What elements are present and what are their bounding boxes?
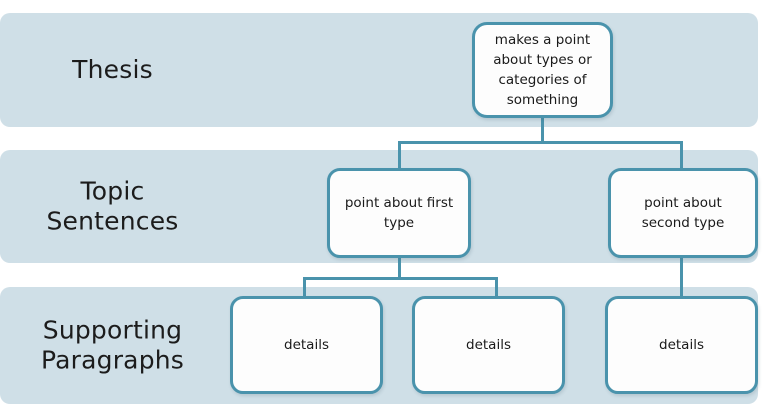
band-label-topic-sentences: Topic Sentences — [0, 176, 225, 237]
node-thesis-line-1: makes a point — [494, 31, 591, 48]
connector-thesis-to-topic-1 — [398, 141, 401, 171]
node-topic-sentence-2-text: point about second type — [642, 193, 725, 234]
connector-thesis-stem — [541, 115, 544, 144]
node-details-3[interactable]: details — [605, 296, 758, 394]
node-thesis[interactable]: makes a point about types or categories … — [472, 22, 613, 118]
band-label-topic-line-1: Topic — [80, 176, 145, 205]
node-topic-1-line-2: type — [383, 215, 415, 231]
band-label-supporting-line-1: Supporting — [42, 315, 183, 344]
connector-topic-1-crossbar — [303, 277, 498, 280]
node-thesis-line-4: something — [506, 92, 579, 109]
node-details-2[interactable]: details — [412, 296, 565, 394]
node-details-1-text: details — [284, 336, 329, 353]
connector-topic-2-to-detail-3 — [680, 255, 683, 302]
connector-thesis-crossbar — [398, 141, 683, 144]
node-details-1[interactable]: details — [230, 296, 383, 394]
band-thesis: Thesis — [0, 13, 758, 127]
node-thesis-line-2: about types or — [493, 51, 592, 68]
node-details-2-text: details — [466, 336, 511, 353]
band-label-supporting-paragraphs: Supporting Paragraphs — [0, 315, 225, 376]
band-label-supporting-line-2: Paragraphs — [40, 345, 185, 375]
connector-thesis-to-topic-2 — [680, 141, 683, 171]
node-topic-sentence-1-text: point about first type — [345, 193, 453, 234]
connector-topic-1-to-detail-1 — [303, 277, 306, 302]
node-thesis-text: makes a point about types or categories … — [493, 30, 592, 111]
node-topic-2-line-1: point about — [644, 194, 722, 211]
connector-topic-1-to-detail-2 — [495, 277, 498, 302]
node-details-3-text: details — [659, 336, 704, 353]
node-topic-1-line-1: point about first — [344, 194, 454, 211]
node-thesis-line-3: categories of — [498, 72, 587, 88]
node-topic-2-line-2: second type — [641, 215, 725, 231]
node-topic-sentence-2[interactable]: point about second type — [608, 168, 758, 258]
node-topic-sentence-1[interactable]: point about first type — [327, 168, 471, 258]
band-label-thesis: Thesis — [72, 54, 153, 84]
connector-topic-1-stem — [398, 255, 401, 280]
band-label-topic-line-2: Sentences — [46, 206, 179, 236]
